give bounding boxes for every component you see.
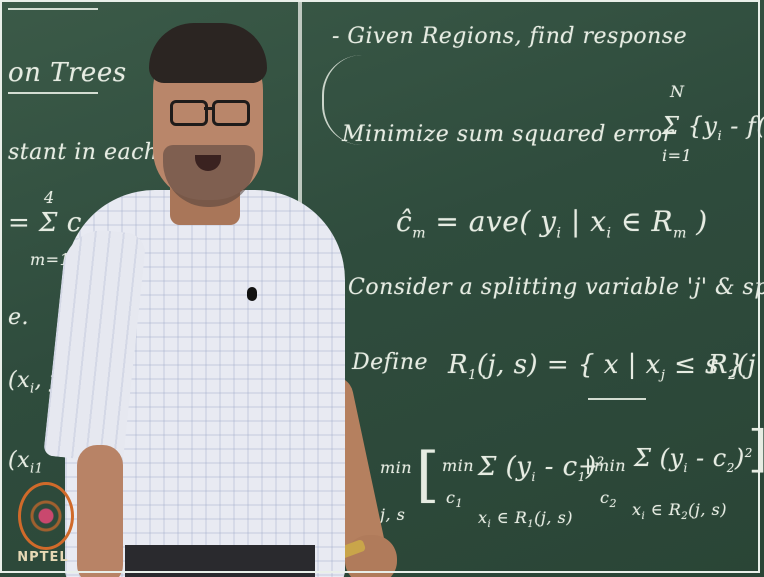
open-bracket: [ (416, 440, 440, 510)
idx1-args: (j, s) (534, 508, 573, 527)
glasses-bridge (204, 107, 214, 110)
left-heading-underline (8, 92, 98, 94)
right-line-consider: Consider a splitting variable 'j' & spl (348, 275, 764, 300)
inner-c2-sub: 2 (609, 497, 617, 511)
right-line-define-expression: R1(j, s) = { x | xj ≤ s } (448, 350, 745, 383)
c-hat-sub: m (412, 225, 426, 242)
minimize-sum-upper: N (670, 82, 685, 101)
sum1-index: xi ∈ R1(j, s) (478, 508, 573, 530)
left-board-heading: on Trees (8, 58, 127, 88)
minimize-sum-expression: Σ {yi - f(x (662, 112, 764, 144)
nptel-logo: NPTEL (10, 480, 76, 574)
c-hat-in: ∈ R (611, 205, 674, 238)
sum2-close: ) (734, 444, 745, 472)
r2-args: (j (736, 350, 757, 380)
lecturer (43, 15, 415, 577)
left-board-line-x: (xi1 (8, 448, 43, 476)
right-line-given-regions: - Given Regions, find response (332, 24, 688, 49)
c-hat-cond: | x (561, 205, 607, 238)
nptel-logo-mark (18, 482, 74, 550)
close-bracket: ] (748, 420, 764, 478)
outer-min: min (380, 458, 413, 477)
inner-min-1: min (442, 456, 475, 475)
idx2-x: x (632, 500, 642, 519)
idx2-r: 2 (681, 511, 689, 523)
lecturer-hair (149, 23, 267, 83)
inner-c1: c1 (446, 488, 463, 510)
glasses-right-lens (212, 100, 250, 126)
left-top-underline (8, 8, 98, 10)
r1-symbol: R (448, 350, 469, 380)
idx2-sub: i (641, 511, 646, 523)
sum1-yi: i (531, 470, 536, 485)
right-line-minimize: Minimize sum squared error (342, 122, 674, 147)
inner-min-2: min (594, 456, 627, 475)
left-sum-upper-limit: 4 (44, 188, 55, 207)
sum2-sq: 2 (744, 446, 753, 460)
r1-le: ≤ s } (665, 350, 745, 380)
sum2-yi: i (683, 460, 688, 475)
left-board-line-constant: stant in each (8, 140, 159, 165)
sum2-minus: - c (687, 444, 727, 472)
idx1-sub: i (487, 519, 492, 531)
c-hat-close: ) (686, 205, 708, 238)
inner-c2: c2 (600, 488, 617, 510)
glasses-left-lens (170, 100, 208, 126)
minimize-sum-symbol: Σ {y (662, 112, 718, 140)
left-pair-sub: i (30, 381, 35, 397)
right-line-define-label: Define (352, 350, 429, 375)
c-hat-ave: = ave( y (425, 205, 557, 238)
minimize-sum-tail: - f(x (730, 112, 764, 140)
lecturer-mouth (195, 155, 221, 171)
sum2-c: 2 (726, 460, 735, 475)
left-board-line-e: e. (8, 305, 30, 330)
lecturer-left-arm (77, 445, 123, 577)
sum1-sq: 2 (596, 454, 605, 469)
plus-sign: + (578, 452, 599, 480)
left-x-open: (x (8, 448, 30, 473)
c-hat-xi: i (606, 225, 612, 242)
curved-arrow (322, 55, 364, 145)
xj-underline (588, 398, 646, 400)
idx1-r: 1 (527, 519, 535, 531)
sum2-index: xi ∈ R2(j, s) (632, 500, 727, 522)
lecturer-trousers (125, 545, 315, 577)
r2-sub: 2 (728, 368, 737, 384)
left-sum-lower-limit: m=1 (30, 250, 71, 269)
sum1-open: Σ (y (478, 452, 532, 482)
left-pair-open: (x (8, 368, 30, 393)
minimize-sum-lower: i=1 (662, 146, 693, 165)
nptel-logo-text: NPTEL (17, 550, 69, 565)
sum2-open: Σ (y (634, 444, 684, 472)
r1-xj: j (660, 368, 666, 384)
c-hat: ĉ (396, 205, 413, 238)
inner-c2-symbol: c (600, 488, 610, 507)
sum-term-2: Σ (yi - c2)2 (634, 444, 753, 475)
outer-min-sub: j, s (380, 505, 406, 524)
inner-c1-sub: 1 (455, 497, 463, 511)
r1-args: (j, s) = { x | x (476, 350, 661, 380)
inner-c1-symbol: c (446, 488, 456, 507)
idx1-x: x (478, 508, 488, 527)
r2-symbol: R (708, 350, 729, 380)
idx2-in: ∈ R (645, 500, 682, 519)
c-hat-rm: m (673, 225, 687, 242)
idx2-args: (j, s) (688, 500, 727, 519)
c-hat-yi: i (556, 225, 562, 242)
sum1-minus: - c (535, 452, 578, 482)
sum1-c: 1 (577, 470, 586, 485)
sum1-close: ) (585, 452, 597, 482)
r2-expression: R2(j (708, 350, 756, 383)
sum-term-1: Σ (yi - c1)2 (478, 452, 605, 484)
right-line-c-hat: ĉm = ave( yi | xi ∈ Rm ) (396, 205, 708, 242)
idx1-in: ∈ R (491, 508, 528, 527)
left-sum-symbol: = Σ c (8, 208, 82, 238)
left-x-sub: i1 (30, 461, 44, 477)
lapel-microphone (247, 287, 257, 301)
minimize-sum-sub: i (717, 128, 723, 144)
lecturer-glasses (170, 100, 250, 126)
r1-sub: 1 (468, 368, 477, 384)
